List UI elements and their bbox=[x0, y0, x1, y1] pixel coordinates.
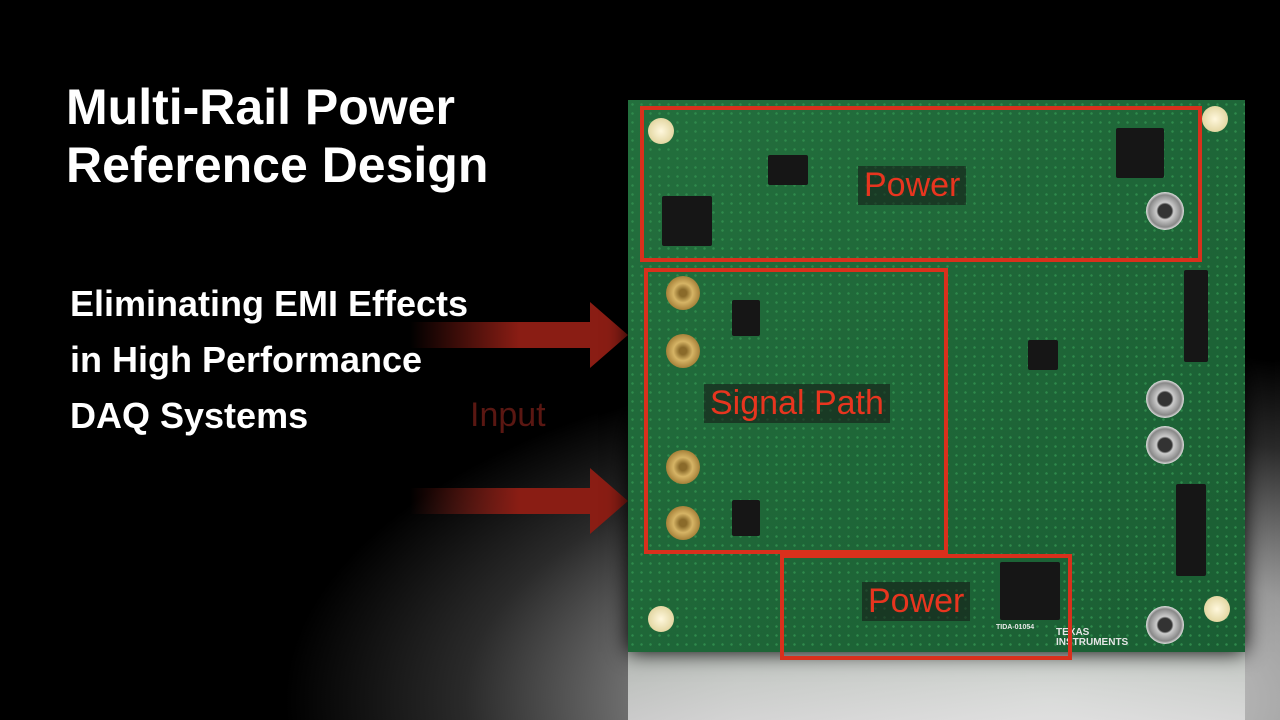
connector-hole bbox=[1146, 380, 1184, 418]
chip bbox=[732, 300, 760, 336]
sma-connector bbox=[666, 506, 700, 540]
input-arrow-top bbox=[410, 302, 628, 368]
chip bbox=[1000, 562, 1060, 620]
chip bbox=[1184, 270, 1208, 362]
connector-hole bbox=[1146, 606, 1184, 644]
chip bbox=[1028, 340, 1058, 370]
chip bbox=[1116, 128, 1164, 178]
sma-connector bbox=[666, 276, 700, 310]
power-region-top: Power bbox=[640, 106, 1202, 262]
input-arrow-bottom bbox=[410, 468, 628, 534]
chip bbox=[732, 500, 760, 536]
board-reflection bbox=[628, 652, 1245, 720]
signal-path-region: Signal Path bbox=[644, 268, 948, 554]
mounting-post bbox=[648, 118, 674, 144]
power-label: Power bbox=[862, 582, 971, 621]
connector-hole bbox=[1146, 426, 1184, 464]
sma-connector bbox=[666, 450, 700, 484]
input-label: Input bbox=[470, 396, 546, 434]
chip bbox=[1176, 484, 1206, 576]
mounting-post bbox=[1204, 596, 1230, 622]
power-region-bottom: Power bbox=[780, 554, 1072, 660]
signal-path-label: Signal Path bbox=[704, 384, 890, 423]
part-number: TIDA-01054 bbox=[996, 624, 1035, 631]
power-label: Power bbox=[858, 166, 967, 205]
mounting-post bbox=[648, 606, 674, 632]
slide-title: Multi-Rail Power Reference Design bbox=[66, 79, 489, 193]
chip bbox=[662, 196, 712, 246]
sma-connector bbox=[666, 334, 700, 368]
mounting-post bbox=[1202, 106, 1228, 132]
slide-subtitle: Eliminating EMI Effects in High Performa… bbox=[70, 283, 469, 436]
chip bbox=[768, 155, 808, 185]
connector-hole bbox=[1146, 192, 1184, 230]
ti-logo: TEXAS INSTRUMENTS bbox=[1056, 627, 1129, 648]
